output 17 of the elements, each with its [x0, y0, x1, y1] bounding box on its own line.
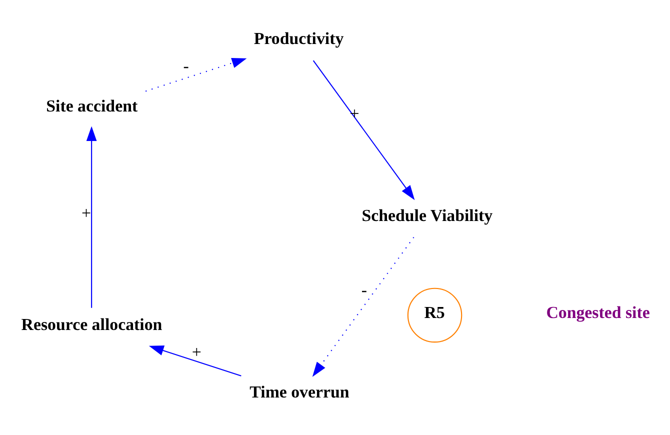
label: R5	[424, 302, 445, 322]
node-text: Time overrun	[250, 382, 350, 402]
arrow	[86, 126, 97, 308]
node-text: Productivity	[254, 28, 344, 48]
edge-label: +	[192, 342, 202, 362]
arrow	[312, 236, 414, 376]
edge-label: -	[183, 56, 189, 76]
arrow	[148, 345, 242, 376]
arrow	[312, 60, 415, 200]
label: Congested site	[546, 302, 650, 322]
edge-label: +	[82, 203, 92, 222]
node-text: Site accident	[46, 96, 138, 116]
node-text: Schedule Viability	[362, 205, 493, 224]
node-text: Resource allocation	[21, 314, 162, 334]
edge-label: -	[361, 280, 367, 300]
arrow	[145, 58, 247, 92]
edge-label: +	[350, 103, 360, 122]
